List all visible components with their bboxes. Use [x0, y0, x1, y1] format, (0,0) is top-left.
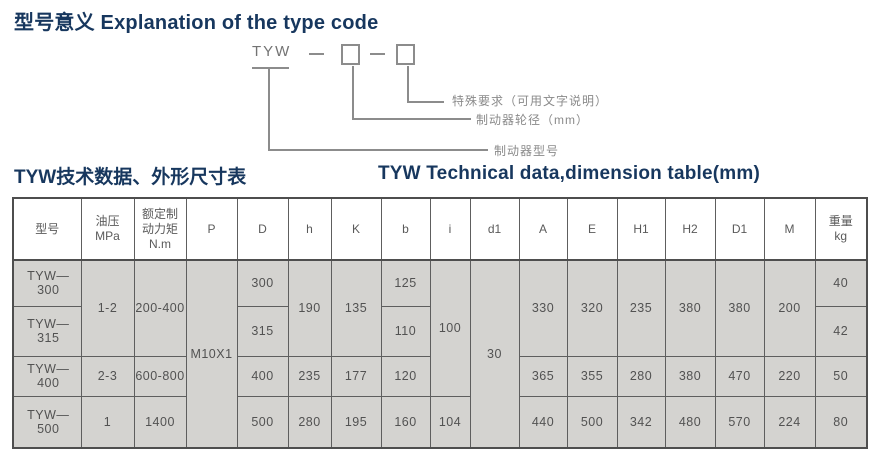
table-cell: 380 [714, 259, 765, 357]
table-cell: TYW—500 [12, 395, 82, 449]
type-code-diagram: TYW 特殊要求（可用文字说明） 制动器轮径（mm） 制动器型号 [0, 0, 878, 160]
page-title: 型号意义 Explanation of the type code [14, 12, 379, 34]
table-cell: 200-400 [133, 259, 187, 357]
table-cell: 342 [616, 395, 666, 449]
table-cell: 190 [287, 259, 332, 357]
dash-separator-1 [309, 53, 324, 55]
table-cell: 320 [566, 259, 618, 357]
leader-line-wheel-horizontal [352, 118, 471, 120]
col-header-d: D [236, 197, 289, 261]
table-row-tyw315: TYW—315 315 110 42 [12, 305, 868, 357]
col-header-h2: H2 [664, 197, 716, 261]
table-cell: 80 [814, 395, 868, 449]
col-header-m: M [763, 197, 816, 261]
table-cell: 42 [814, 305, 868, 357]
label-wheel-diameter: 制动器轮径（mm） [476, 113, 589, 127]
col-header-k: K [330, 197, 382, 261]
section-title-english: TYW Technical data,dimension table(mm) [378, 163, 761, 184]
table-cell: 100 [429, 259, 471, 397]
table-cell: 600-800 [133, 355, 187, 397]
table-cell: 235 [287, 355, 332, 397]
table-cell: 300 [236, 259, 289, 307]
table-cell: 365 [518, 355, 568, 397]
table-cell: 1-2 [80, 259, 135, 357]
col-header-h: h [287, 197, 332, 261]
table-cell: 125 [380, 259, 431, 307]
table-cell: 380 [664, 355, 716, 397]
table-cell: 224 [763, 395, 816, 449]
table-cell: 50 [814, 355, 868, 397]
type-code-underline [252, 67, 289, 69]
table-cell: 440 [518, 395, 568, 449]
table-cell: 1 [80, 395, 135, 449]
table-cell: 104 [429, 395, 471, 449]
leader-line-model-horizontal [268, 149, 488, 151]
col-header-e: E [566, 197, 618, 261]
col-header-i: i [429, 197, 471, 261]
table-cell: 160 [380, 395, 431, 449]
leader-line-wheel-vertical [352, 66, 354, 119]
col-header-oil-pressure: 油压 MPa [80, 197, 135, 261]
col-header-weight: 重量 kg [814, 197, 868, 261]
col-header-b: b [380, 197, 431, 261]
table-cell: 195 [330, 395, 382, 449]
table-cell: 2-3 [80, 355, 135, 397]
label-brake-model: 制动器型号 [494, 144, 560, 158]
col-header-h1: H1 [616, 197, 666, 261]
table-cell: 235 [616, 259, 666, 357]
leader-line-model-vertical [268, 69, 270, 150]
table-cell: 480 [664, 395, 716, 449]
dash-separator-2 [370, 53, 385, 55]
table-header-row: 型号 油压 MPa 额定制 动力矩 N.m P D h K b i d1 A E… [12, 197, 868, 261]
table-row-tyw400: TYW—400 2-3 600-800 400 235 177 120 365 … [12, 355, 868, 397]
table-cell: 500 [236, 395, 289, 449]
leader-line-special-horizontal [407, 101, 444, 103]
table-cell: 135 [330, 259, 382, 357]
technical-data-table: 型号 油压 MPa 额定制 动力矩 N.m P D h K b i d1 A E… [12, 197, 868, 449]
placeholder-box-1 [341, 44, 360, 65]
col-header-p: P [185, 197, 238, 261]
table-cell: 470 [714, 355, 765, 397]
col-header-model: 型号 [12, 197, 82, 261]
table-cell: 380 [664, 259, 716, 357]
col-header-d1-big: D1 [714, 197, 765, 261]
table-cell: 220 [763, 355, 816, 397]
table-cell: 280 [287, 395, 332, 449]
table-cell: 120 [380, 355, 431, 397]
label-special-requirement: 特殊要求（可用文字说明） [452, 94, 609, 108]
table-cell: 40 [814, 259, 868, 307]
col-header-d1-small: d1 [469, 197, 520, 261]
table-cell: 110 [380, 305, 431, 357]
col-header-rated-torque: 额定制 动力矩 N.m [133, 197, 187, 261]
table-cell: 30 [469, 259, 520, 449]
table-cell: 355 [566, 355, 618, 397]
table-cell: 200 [763, 259, 816, 357]
table-cell: 570 [714, 395, 765, 449]
table-cell: M10X1 [185, 259, 238, 449]
col-header-a: A [518, 197, 568, 261]
table-cell: 315 [236, 305, 289, 357]
table-row-tyw300: TYW—300 1-2 200-400 M10X1 300 190 135 12… [12, 259, 868, 449]
table-cell: 330 [518, 259, 568, 357]
placeholder-box-2 [396, 44, 415, 65]
table-row-tyw500: TYW—500 1 1400 500 280 195 160 104 440 5… [12, 395, 868, 449]
table-cell: TYW—300 [12, 259, 82, 307]
type-code-text: TYW [252, 43, 292, 60]
table-cell: TYW—400 [12, 355, 82, 397]
leader-line-special-vertical [407, 66, 409, 102]
table-cell: 400 [236, 355, 289, 397]
table-cell: 177 [330, 355, 382, 397]
table-cell: 500 [566, 395, 618, 449]
table-cell: TYW—315 [12, 305, 82, 357]
section-title-chinese: TYW技术数据、外形尺寸表 [14, 167, 247, 188]
table-cell: 1400 [133, 395, 187, 449]
table-cell: 280 [616, 355, 666, 397]
